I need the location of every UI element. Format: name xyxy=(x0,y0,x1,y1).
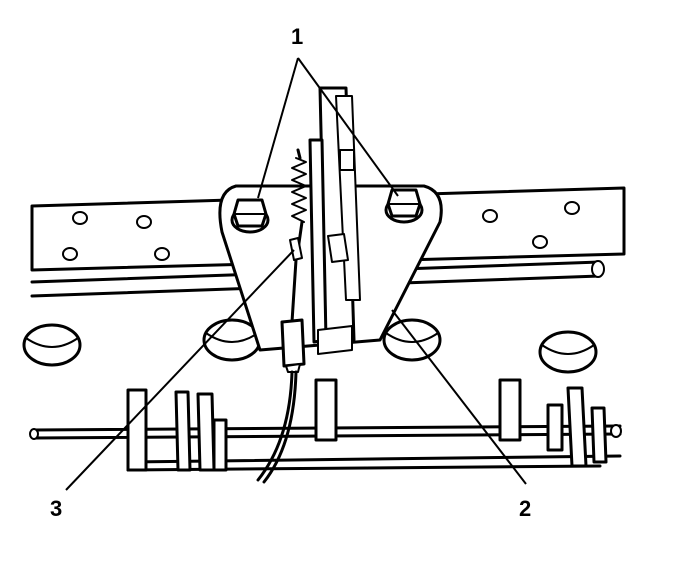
leader-2 xyxy=(391,309,527,485)
rod-posts xyxy=(126,378,608,472)
leader-1-left xyxy=(257,57,299,199)
round-pads xyxy=(22,318,598,374)
bolt-right xyxy=(384,188,424,224)
callout-2: 2 xyxy=(519,496,531,521)
bolt-left xyxy=(230,198,270,234)
lever-assembly xyxy=(308,86,361,355)
leader-lines xyxy=(65,57,527,491)
leader-1-right xyxy=(297,57,399,197)
callout-3: 3 xyxy=(50,496,62,521)
cable xyxy=(256,237,306,484)
leader-3 xyxy=(65,249,295,491)
callout-1: 1 xyxy=(291,24,303,49)
